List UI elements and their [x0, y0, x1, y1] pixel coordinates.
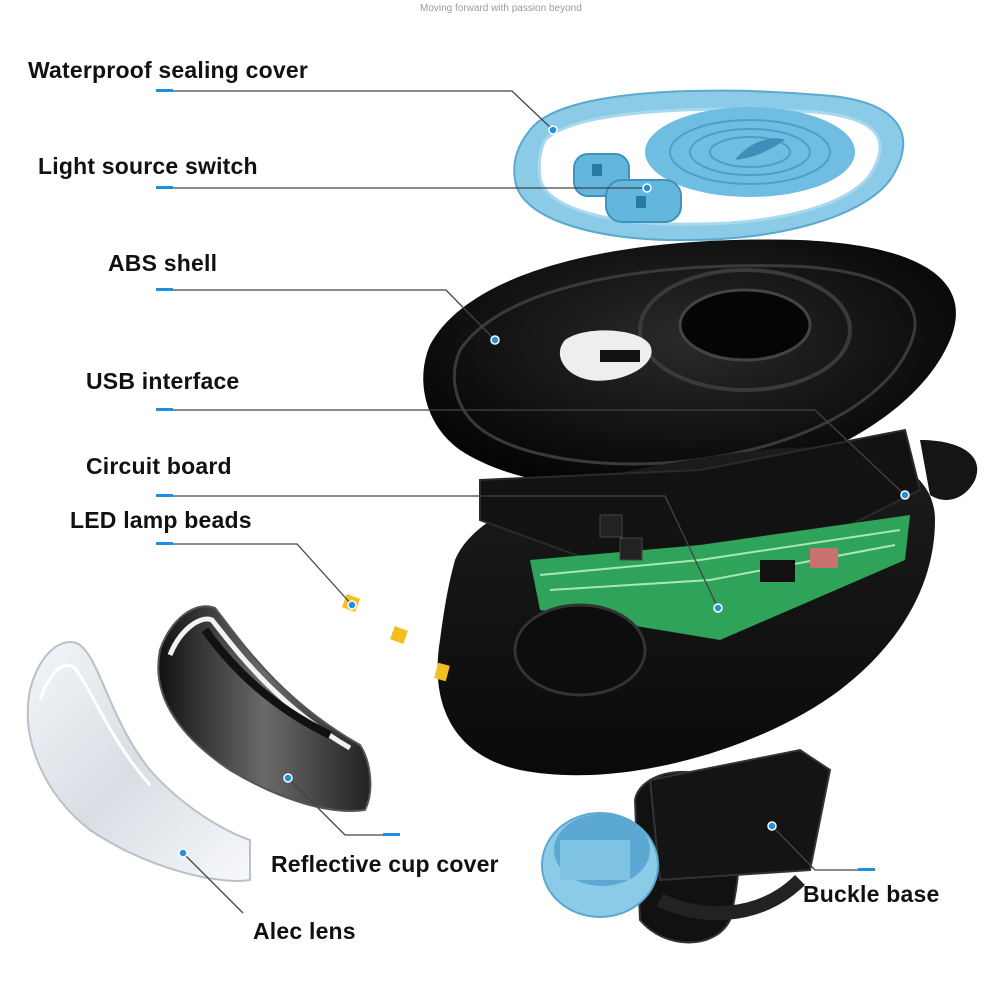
label-led-beads: LED lamp beads [70, 507, 252, 533]
led-beads-part [342, 594, 450, 682]
dot-reflective-cup [283, 773, 293, 783]
leader-lens [182, 852, 244, 914]
dot-lens [178, 848, 188, 858]
leader-usb-interface [172, 409, 906, 496]
tick-circuit-board [156, 494, 173, 497]
dot-led-beads [347, 600, 357, 610]
dot-circuit-board [713, 603, 723, 613]
label-lens: Alec lens [253, 918, 356, 944]
tagline: Moving forward with passion beyond [420, 3, 582, 14]
tick-waterproof-cover [156, 89, 173, 92]
dot-light-switch [642, 183, 652, 193]
label-waterproof-cover: Waterproof sealing cover [28, 57, 309, 83]
label-light-switch: Light source switch [38, 153, 258, 179]
leader-buckle-base [771, 825, 858, 871]
leader-circuit-board [172, 495, 719, 609]
dot-abs-shell [490, 335, 500, 345]
tick-usb-interface [156, 408, 173, 411]
leader-reflective-cup [287, 777, 395, 836]
leader-dots [178, 125, 910, 858]
leader-waterproof-cover [172, 90, 554, 131]
dot-usb-interface [900, 490, 910, 500]
label-circuit-board: Circuit board [86, 453, 232, 479]
tick-buckle-base [858, 868, 875, 871]
label-buckle-base: Buckle base [803, 881, 940, 907]
dot-buckle-base [767, 821, 777, 831]
abs-shell-part [423, 239, 956, 491]
main-body-part [437, 428, 978, 776]
label-reflective-cup: Reflective cup cover [271, 851, 499, 877]
tick-light-switch [156, 186, 173, 189]
light-switch-part [573, 153, 682, 223]
tick-abs-shell [156, 288, 173, 291]
lens-part [26, 641, 251, 882]
tick-reflective-cup [383, 833, 400, 836]
accent-ticks [156, 89, 875, 871]
reflective-cup-part [157, 605, 372, 812]
label-usb-interface: USB interface [86, 368, 240, 394]
leader-abs-shell [172, 289, 496, 341]
leader-led-beads [172, 543, 353, 606]
tick-led-beads [156, 542, 173, 545]
dot-waterproof-cover [548, 125, 558, 135]
leader-lines [172, 90, 906, 914]
waterproof-cover-part [513, 89, 905, 242]
label-abs-shell: ABS shell [108, 250, 218, 276]
buckle-base-part [541, 748, 832, 944]
